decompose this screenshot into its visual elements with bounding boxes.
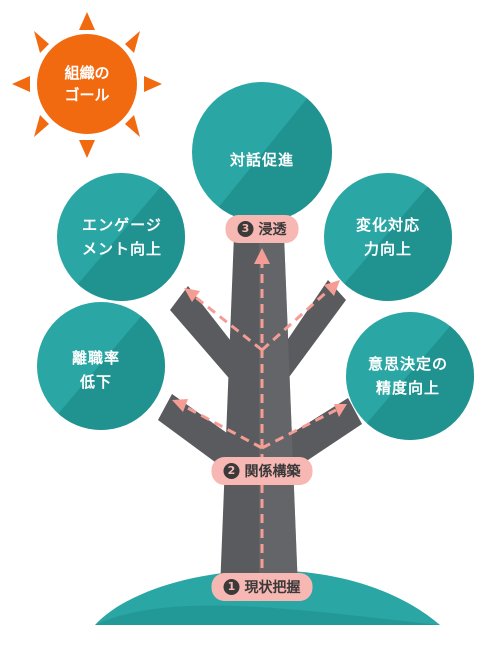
- circle-upper-right: [324, 173, 452, 301]
- circle-upper-left-line2: メント向上: [81, 240, 163, 258]
- step-1-pill: 1 現状把握: [211, 573, 313, 601]
- step-2-number: 2: [223, 463, 240, 479]
- arrow-heads: [172, 248, 347, 417]
- circle-lower-right-line1: 意思決定の: [367, 355, 449, 373]
- sun-label-line2: ゴール: [64, 86, 110, 104]
- circle-lower-left-label: 離職率 低下: [72, 346, 120, 394]
- sun-icon: [12, 12, 162, 158]
- circle-lower-right-label: 意思決定の 精度向上: [368, 352, 448, 400]
- sun-label-line1: 組織の: [64, 64, 110, 82]
- circle-top-line1: 対話促進: [229, 151, 295, 169]
- circle-upper-right-line1: 変化対応: [355, 216, 421, 234]
- circle-lower-right: [346, 312, 474, 440]
- step-3-number: 3: [237, 221, 254, 237]
- step-1-label: 現状把握: [244, 580, 301, 596]
- step-2-label: 関係構築: [244, 464, 301, 480]
- branches: [158, 280, 362, 476]
- step-3-pill: 3 浸透: [225, 215, 299, 243]
- circle-top-label: 対話促進: [230, 148, 294, 172]
- step-2-pill: 2 関係構築: [211, 457, 313, 485]
- circle-upper-right-line2: 力向上: [363, 240, 413, 258]
- circle-lower-left-line1: 離職率: [71, 349, 121, 367]
- circle-upper-left: [57, 173, 185, 301]
- sun-label: 組織の ゴール: [64, 62, 109, 106]
- circle-top: [192, 82, 332, 222]
- step-3-label: 浸透: [258, 222, 287, 238]
- circle-lower-right-line2: 精度向上: [375, 379, 441, 397]
- circle-lower-left: [37, 302, 165, 430]
- dashed-arrows: [181, 262, 337, 568]
- circle-upper-right-label: 変化対応 力向上: [356, 213, 420, 261]
- circle-lower-left-line2: 低下: [79, 373, 113, 391]
- step-1-number: 1: [223, 579, 240, 595]
- circle-upper-left-line1: エンゲージ: [82, 216, 162, 234]
- circle-upper-left-label: エンゲージ メント向上: [82, 213, 162, 261]
